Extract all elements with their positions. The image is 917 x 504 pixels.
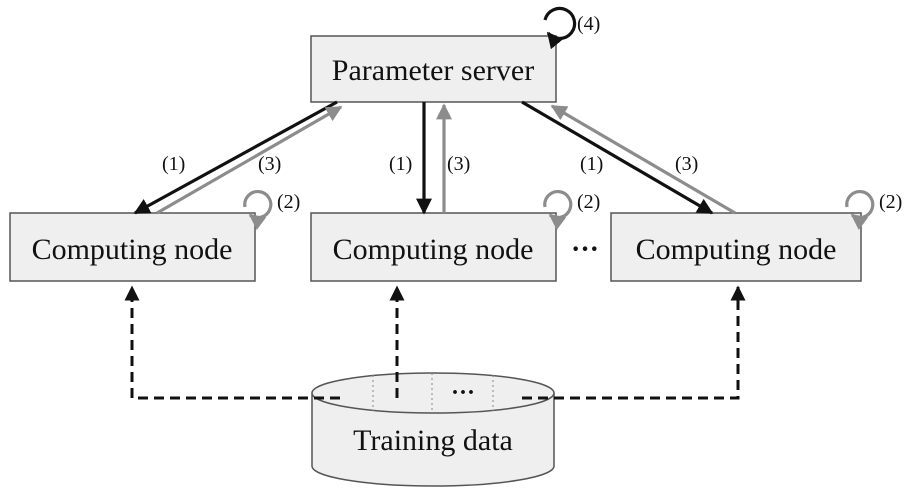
parameter-server: Parameter server: [310, 35, 557, 103]
pull-label-node-3: (3): [675, 153, 698, 175]
parameter-server-label: Parameter server: [332, 54, 534, 87]
computing-node-1: Computing node: [9, 212, 256, 282]
training-data-label: Training data: [353, 424, 513, 457]
pull-label-node-1: (3): [258, 153, 281, 175]
server-self-loop: (4): [543, 6, 600, 50]
node-1-loop-label: (2): [277, 191, 300, 213]
computing-node-3-label: Computing node: [636, 233, 837, 266]
data-feed-node-1: [124, 285, 340, 400]
node-2-loop-label: (2): [577, 191, 600, 213]
node-3-self-loop: (2): [845, 190, 902, 231]
node-3-loop-label: (2): [879, 191, 902, 213]
computing-node-2-label: Computing node: [333, 233, 534, 266]
push-label-node-2: (1): [389, 153, 412, 175]
node-1-self-loop: (2): [243, 190, 300, 231]
training-data-ellipsis: ···: [451, 380, 475, 406]
computing-node-2: Computing node: [310, 212, 557, 282]
data-feed-node-3: [522, 285, 746, 400]
computing-node-1-label: Computing node: [32, 233, 233, 266]
training-data-cylinder: ··· Training data: [311, 372, 555, 487]
push-label-node-3: (1): [580, 153, 603, 175]
push-label-node-1: (1): [162, 153, 185, 175]
pull-label-node-2: (3): [447, 153, 470, 175]
pull-arrow-node-3: [550, 104, 736, 215]
push-arrow-node-1: [133, 100, 338, 215]
pull-arrow-node-1: [156, 105, 343, 215]
server-loop-label: (4): [577, 13, 600, 35]
node-2-self-loop: (2): [543, 190, 600, 231]
computing-node-3: Computing node: [610, 212, 862, 282]
push-arrow-node-3: [521, 100, 714, 215]
nodes-ellipsis: ···: [571, 234, 599, 265]
